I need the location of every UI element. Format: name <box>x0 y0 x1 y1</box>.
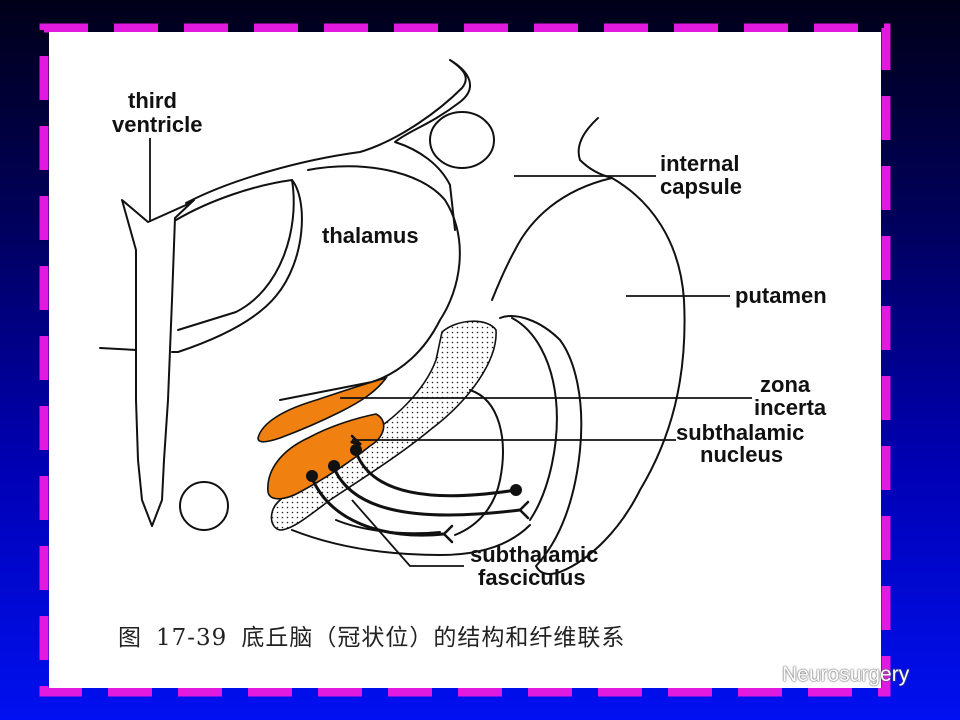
zona-incerta-shape <box>257 376 388 443</box>
label-internal-capsule-line1: internal <box>660 151 739 176</box>
vessel-circle-bottom <box>179 481 229 531</box>
figure-caption: 图 17-39 底丘脑（冠状位）的结构和纤维联系 <box>118 618 625 652</box>
fiber-tract-1 <box>310 476 446 537</box>
caption-text: 底丘脑（冠状位）的结构和纤维联系 <box>241 625 626 651</box>
label-subthalamic-nucleus-line1: subthalamic <box>676 420 804 445</box>
fiber-terminal-1 <box>442 524 454 544</box>
fiber-node-4 <box>510 484 522 496</box>
label-third-ventricle-line1: third <box>128 88 177 113</box>
caption-prefix: 图 <box>118 625 142 651</box>
thalamus-outline <box>175 179 295 331</box>
globus-pallidus-outline <box>454 389 504 536</box>
internal-capsule-outline <box>491 117 613 301</box>
fiber-tract-2 <box>332 466 522 517</box>
putamen-inner-outline <box>511 317 558 521</box>
thalamus-inner-outline <box>177 179 303 353</box>
third-ventricle-outline <box>121 199 195 527</box>
subthalamic-nucleus-shape <box>267 413 385 500</box>
label-subthalamic-fasciculus-line2: fasciculus <box>478 565 586 590</box>
fiber-node-3 <box>350 444 362 456</box>
fiber-node-2 <box>328 460 340 472</box>
brain-outline <box>185 59 471 231</box>
fiber-tract-3 <box>354 450 518 498</box>
ventricle-crossing-line <box>99 347 179 353</box>
wechat-icon <box>741 663 774 687</box>
caption-number: 17-39 <box>156 625 228 651</box>
fiber-terminal-2 <box>518 500 530 520</box>
thalamus-body-outline <box>279 165 461 401</box>
label-zona-incerta-line1: zona <box>760 372 811 397</box>
leader-subthalamic-fasciculus <box>351 499 464 567</box>
label-third-ventricle-line2: ventricle <box>112 112 203 137</box>
ventral-outline <box>291 524 531 556</box>
vessel-circle-top <box>429 111 495 169</box>
label-zona-incerta-line2: incerta <box>754 395 827 420</box>
label-subthalamic-nucleus-line2: nucleus <box>700 442 783 467</box>
label-internal-capsule-line2: capsule <box>660 174 742 199</box>
label-putamen: putamen <box>735 283 827 308</box>
label-subthalamic-fasciculus-line1: subthalamic <box>470 542 598 567</box>
putamen-outline <box>499 177 686 575</box>
fiber-node-1 <box>306 470 318 482</box>
watermark: Neurosurgery <box>740 662 909 688</box>
label-thalamus: thalamus <box>322 223 419 248</box>
watermark-text: Neurosurgery <box>782 663 910 686</box>
